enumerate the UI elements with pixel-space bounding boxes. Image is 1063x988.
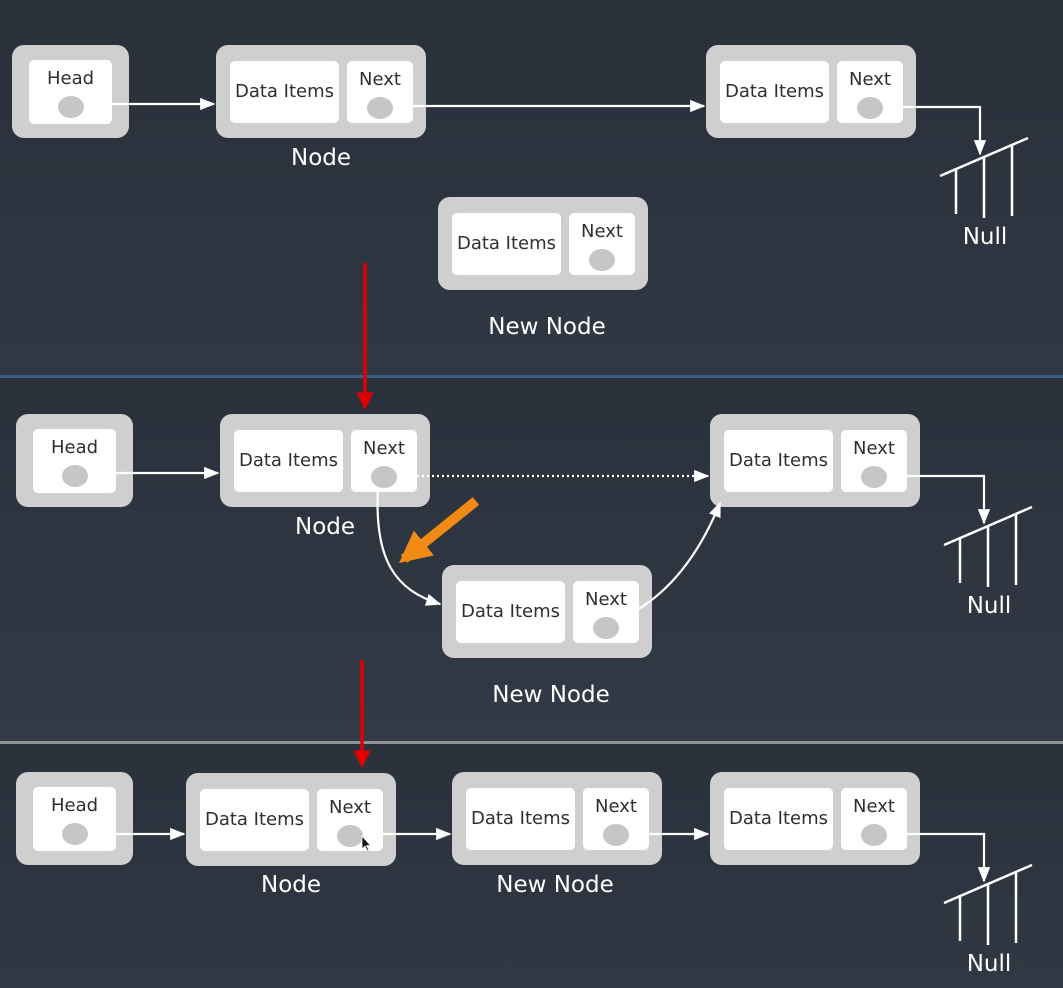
data-label: Data Items (470, 808, 571, 829)
pointer-dot (861, 466, 887, 488)
next-cell: Next (347, 61, 413, 123)
head-cell: Head (33, 429, 116, 493)
data-label: Data Items (728, 450, 829, 471)
pointer-dot (857, 97, 883, 119)
stage-divider (0, 375, 1063, 378)
data-label: Data Items (234, 81, 335, 102)
null-label: Null (962, 224, 1008, 250)
data-label: Data Items (728, 808, 829, 829)
ground-symbol (943, 505, 1033, 587)
data-cell: Data Items (720, 61, 829, 123)
next-cell: Next (837, 61, 903, 123)
node-box: Data Items Next (220, 414, 430, 507)
node-caption: Node (290, 145, 352, 171)
pointer-dot (603, 824, 629, 846)
node-caption: Node (294, 514, 356, 540)
node-box: Data Items Next (186, 773, 396, 866)
head-cell: Head (33, 787, 116, 851)
next-label: Next (581, 221, 623, 242)
head-label: Head (50, 795, 99, 816)
next-label: Next (585, 589, 627, 610)
head-box: Head (16, 772, 133, 865)
data-cell: Data Items (200, 789, 309, 851)
pointer-arrow-curved (636, 501, 722, 611)
null-label: Null (966, 951, 1012, 977)
next-label: Next (363, 438, 405, 459)
data-label: Data Items (460, 601, 561, 622)
direction-arrow (399, 497, 480, 564)
next-label: Next (853, 796, 895, 817)
data-label: Data Items (456, 233, 557, 254)
head-label: Head (50, 437, 99, 458)
data-cell: Data Items (724, 788, 833, 850)
cursor-icon (361, 834, 372, 852)
data-cell: Data Items (452, 213, 561, 275)
new-node-box: Data Items Next (438, 197, 648, 290)
null-arrow (902, 832, 991, 883)
next-cell: Next (317, 789, 383, 851)
data-cell: Data Items (456, 581, 565, 643)
next-cell: Next (573, 581, 639, 643)
head-box: Head (12, 45, 129, 138)
pointer-dot (62, 465, 88, 487)
pointer-dot (371, 466, 397, 488)
null-arrow (898, 105, 987, 156)
next-cell: Next (841, 788, 907, 850)
stage-divider (0, 741, 1063, 744)
new-node-caption: New Node (496, 872, 614, 898)
last-node-box: Data Items Next (710, 772, 920, 865)
last-node-box: Data Items Next (710, 414, 920, 507)
new-node-box: Data Items Next (452, 772, 662, 865)
ground-symbol (939, 136, 1029, 218)
next-cell: Next (583, 788, 649, 850)
data-cell: Data Items (230, 61, 339, 123)
ground-symbol (943, 863, 1033, 945)
head-cell: Head (29, 60, 112, 124)
next-cell: Next (841, 430, 907, 492)
next-cell: Next (351, 430, 417, 492)
pointer-arrow-curved (376, 487, 442, 606)
data-label: Data Items (204, 809, 305, 830)
pointer-dot (62, 823, 88, 845)
next-cell: Next (569, 213, 635, 275)
data-label: Data Items (238, 450, 339, 471)
next-label: Next (849, 69, 891, 90)
data-label: Data Items (724, 81, 825, 102)
new-node-caption: New Node (488, 314, 606, 340)
head-label: Head (46, 68, 95, 89)
pointer-dot (58, 96, 84, 118)
pointer-dot (861, 824, 887, 846)
node-caption: Node (260, 872, 322, 898)
next-label: Next (329, 797, 371, 818)
pointer-dot (367, 97, 393, 119)
node-box: Data Items Next (216, 45, 426, 138)
last-node-box: Data Items Next (706, 45, 916, 138)
pointer-dot (337, 825, 363, 847)
head-box: Head (16, 414, 133, 507)
null-arrow (902, 474, 991, 525)
pointer-dot (589, 249, 615, 271)
null-label: Null (966, 593, 1012, 619)
data-cell: Data Items (724, 430, 833, 492)
next-label: Next (359, 69, 401, 90)
new-node-caption: New Node (492, 682, 610, 708)
next-label: Next (853, 438, 895, 459)
new-node-box: Data Items Next (442, 565, 652, 658)
next-label: Next (595, 796, 637, 817)
data-cell: Data Items (466, 788, 575, 850)
data-cell: Data Items (234, 430, 343, 492)
pointer-dot (593, 617, 619, 639)
